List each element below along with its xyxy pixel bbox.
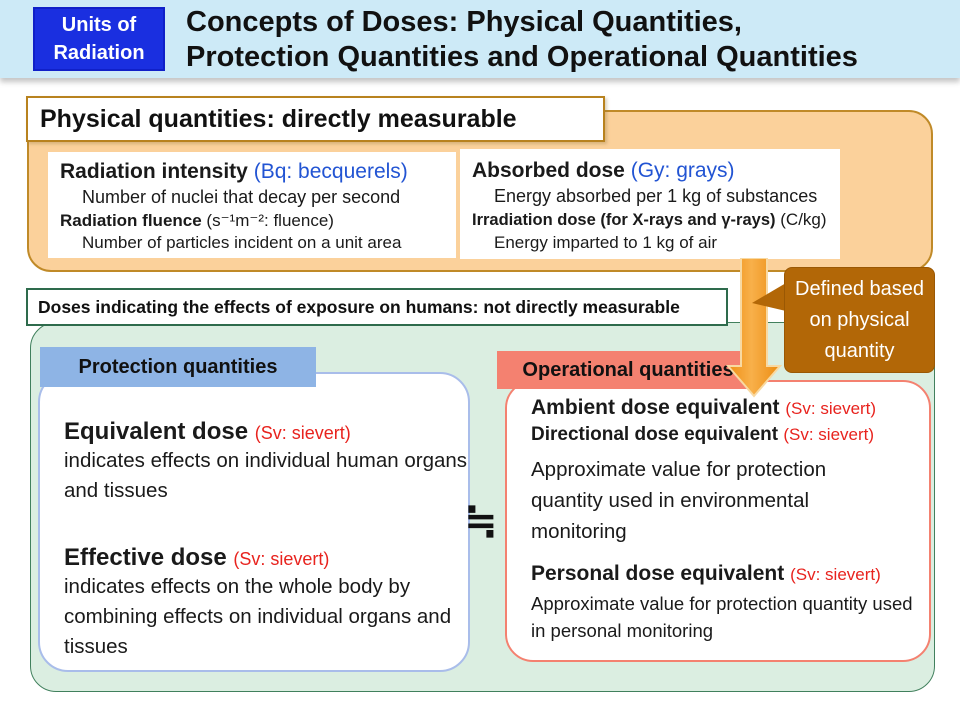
environmental-monitoring-desc: Approximate value for protection quantit… bbox=[531, 458, 827, 543]
title-line2: Protection Quantities and Operational Qu… bbox=[186, 41, 858, 73]
header-bar: Units of Radiation Concepts of Doses: Ph… bbox=[0, 0, 960, 78]
ambient-dose-unit: (Sv: sievert) bbox=[785, 399, 877, 418]
irradiation-dose-line: Irradiation dose (for X-rays and γ-rays)… bbox=[472, 208, 840, 232]
absorbed-dose-unit: (Gy: grays) bbox=[630, 159, 735, 182]
effective-dose-desc: indicates effects on the whole body by c… bbox=[64, 575, 452, 658]
effective-dose-paragraph: Effective dose (Sv: sievert) indicates e… bbox=[64, 544, 469, 662]
page-title: Concepts of Doses: Physical Quantities, … bbox=[186, 5, 858, 75]
operational-quantities-label: Operational quantities bbox=[497, 351, 759, 389]
irradiation-dose-title: Irradiation dose (for X-rays and γ-rays) bbox=[472, 211, 776, 229]
equivalent-dose-unit: (Sv: sievert) bbox=[254, 423, 351, 443]
protection-quantities-label: Protection quantities bbox=[40, 347, 316, 387]
badge-line1: Units of bbox=[61, 14, 137, 36]
callout-line3: quantity bbox=[824, 340, 895, 362]
radiation-intensity-desc: Number of nuclei that decay per second bbox=[82, 187, 401, 207]
directional-dose-unit: (Sv: sievert) bbox=[783, 425, 875, 444]
personal-dose-unit: (Sv: sievert) bbox=[790, 565, 881, 584]
radiation-intensity-title-line: Radiation intensity (Bq: becquerels) bbox=[60, 158, 456, 186]
radiation-intensity-box: Radiation intensity (Bq: becquerels) Num… bbox=[48, 152, 456, 258]
operational-quantities-box: Ambient dose equivalent (Sv: sievert) Di… bbox=[505, 380, 931, 662]
effective-dose-title: Effective dose bbox=[64, 544, 227, 571]
radiation-fluence-desc: Number of particles incident on a unit a… bbox=[82, 233, 402, 252]
title-line1: Concepts of Doses: Physical Quantities, bbox=[186, 6, 742, 38]
ambient-dose-title-line: Ambient dose equivalent (Sv: sievert) bbox=[531, 396, 876, 420]
ambient-dose-title: Ambient dose equivalent bbox=[531, 396, 780, 419]
directional-dose-title: Directional dose equivalent bbox=[531, 424, 779, 445]
defined-based-callout: Defined based on physical quantity bbox=[784, 267, 935, 373]
equivalent-dose-paragraph: Equivalent dose (Sv: sievert) indicates … bbox=[64, 418, 469, 506]
absorbed-dose-title-line: Absorbed dose (Gy: grays) bbox=[472, 157, 840, 185]
personal-monitoring-desc: Approximate value for protection quantit… bbox=[531, 593, 913, 641]
radiation-intensity-title: Radiation intensity bbox=[60, 160, 248, 183]
doses-effects-heading: Doses indicating the effects of exposure… bbox=[26, 288, 728, 326]
approximately-equal-symbol: ≒ bbox=[464, 498, 498, 544]
radiation-intensity-unit: (Bq: becquerels) bbox=[253, 160, 408, 183]
callout-tail bbox=[752, 283, 786, 311]
badge-line2: Radiation bbox=[53, 42, 145, 64]
radiation-fluence-unit: (s⁻¹m⁻²: fluence) bbox=[206, 211, 334, 230]
equivalent-dose-title: Equivalent dose bbox=[64, 418, 249, 445]
absorbed-dose-box: Absorbed dose (Gy: grays) Energy absorbe… bbox=[460, 149, 840, 259]
irradiation-dose-unit: (C/kg) bbox=[780, 210, 827, 229]
equivalent-dose-title-line: Equivalent dose (Sv: sievert) bbox=[64, 418, 469, 446]
units-of-radiation-badge: Units of Radiation bbox=[33, 7, 165, 71]
personal-dose-title: Personal dose equivalent bbox=[531, 562, 785, 585]
radiation-fluence-title: Radiation fluence bbox=[60, 211, 202, 230]
protection-quantities-box: Equivalent dose (Sv: sievert) indicates … bbox=[38, 372, 470, 672]
callout-line2: on physical bbox=[809, 309, 910, 331]
down-arrow-icon bbox=[725, 258, 783, 398]
personal-dose-title-line: Personal dose equivalent (Sv: sievert) bbox=[531, 562, 881, 586]
absorbed-dose-title: Absorbed dose bbox=[472, 159, 625, 182]
absorbed-dose-desc: Energy absorbed per 1 kg of substances bbox=[494, 186, 818, 206]
effective-dose-unit: (Sv: sievert) bbox=[233, 549, 330, 569]
directional-dose-title-line: Directional dose equivalent (Sv: sievert… bbox=[531, 424, 874, 446]
radiation-fluence-line: Radiation fluence (s⁻¹m⁻²: fluence) bbox=[60, 209, 456, 232]
effective-dose-title-line: Effective dose (Sv: sievert) bbox=[64, 544, 469, 572]
equivalent-dose-desc: indicates effects on individual human or… bbox=[64, 449, 468, 502]
irradiation-dose-desc: Energy imparted to 1 kg of air bbox=[494, 233, 718, 252]
callout-line1: Defined based bbox=[795, 278, 924, 300]
physical-quantities-heading: Physical quantities: directly measurable bbox=[26, 96, 605, 142]
